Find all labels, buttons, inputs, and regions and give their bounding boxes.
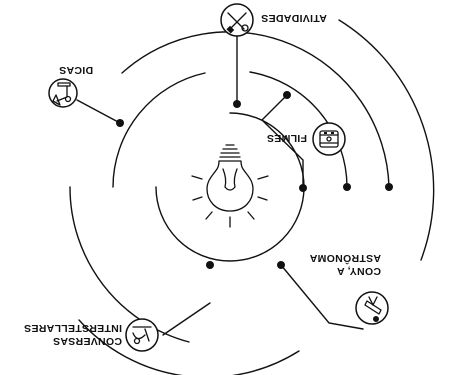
line-conversas [162, 302, 211, 336]
node-label-line-2: ASTRÔNOMA [309, 252, 381, 265]
tools-icon [226, 12, 249, 34]
node-label-line-1: CONY, A [337, 265, 381, 277]
line-cony [280, 264, 364, 330]
arc-middle-2 [112, 72, 206, 188]
arc-top [78, 319, 300, 375]
node-ring [312, 122, 346, 156]
line-dicas [76, 99, 121, 124]
arc-outer-2 [69, 186, 190, 343]
lightbulb-icon [191, 144, 269, 228]
node-cony[interactable]: CONY, A ASTRÔNOMA [309, 252, 389, 325]
telescope-icon [364, 296, 382, 322]
node-ring [125, 318, 159, 352]
node-ring [220, 3, 254, 37]
dot [233, 100, 241, 108]
arc-middle [249, 71, 348, 188]
microscope-icon [132, 326, 152, 345]
lamp-icon [52, 82, 72, 106]
node-filmes[interactable]: FILMES [267, 122, 346, 156]
arc-inner [155, 112, 305, 262]
node-label: ATIVIDADES [261, 12, 327, 24]
node-label-line-2: INTERSTELLARES [24, 322, 122, 334]
dot [385, 183, 393, 191]
dot [206, 261, 214, 269]
dot [343, 183, 351, 191]
junction-dots [116, 91, 393, 269]
connector-lines [76, 32, 364, 336]
node-label-line-1: CONVERSAS [53, 335, 122, 347]
node-label: FILMES [267, 132, 307, 144]
node-label: DICAS [59, 64, 93, 76]
node-dicas[interactable]: DICAS [48, 64, 93, 108]
dot [299, 184, 307, 192]
node-atividades[interactable]: ATIVIDADES [220, 3, 327, 37]
film-icon [319, 130, 339, 148]
connector-arcs [69, 19, 435, 375]
line-filmes [261, 94, 304, 189]
dot [277, 261, 285, 269]
dot [116, 119, 124, 127]
node-ring [355, 291, 389, 325]
arc-outer [121, 31, 390, 188]
arc-outermost [338, 19, 435, 261]
dot [283, 91, 291, 99]
node-conversas[interactable]: CONVERSAS INTERSTELLARES [24, 318, 159, 352]
